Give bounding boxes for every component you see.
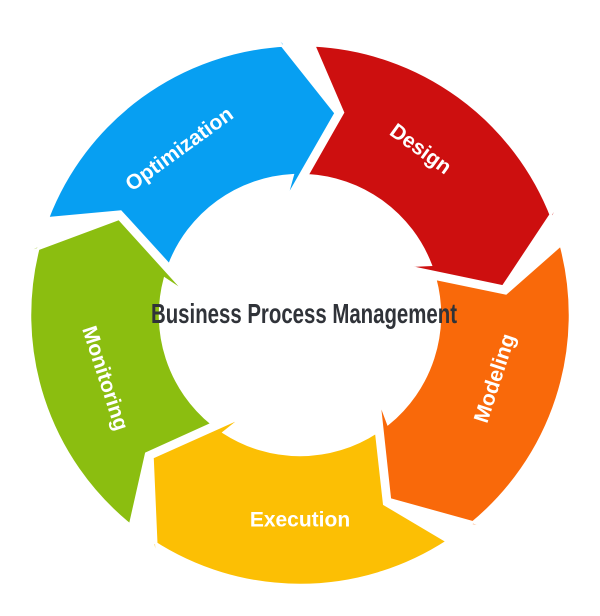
monitoring-arrow: [10, 217, 215, 528]
modeling-arrow: [377, 242, 572, 532]
diagram-title: Business Process Management: [151, 298, 457, 329]
segments-group: DesignModelingExecutionMonitoringOptimiz…: [10, 22, 572, 587]
execution-label: Execution: [250, 509, 350, 532]
execution-arrow: [151, 415, 450, 587]
optimization-arrow: [46, 22, 338, 268]
design-arrow: [305, 44, 568, 288]
